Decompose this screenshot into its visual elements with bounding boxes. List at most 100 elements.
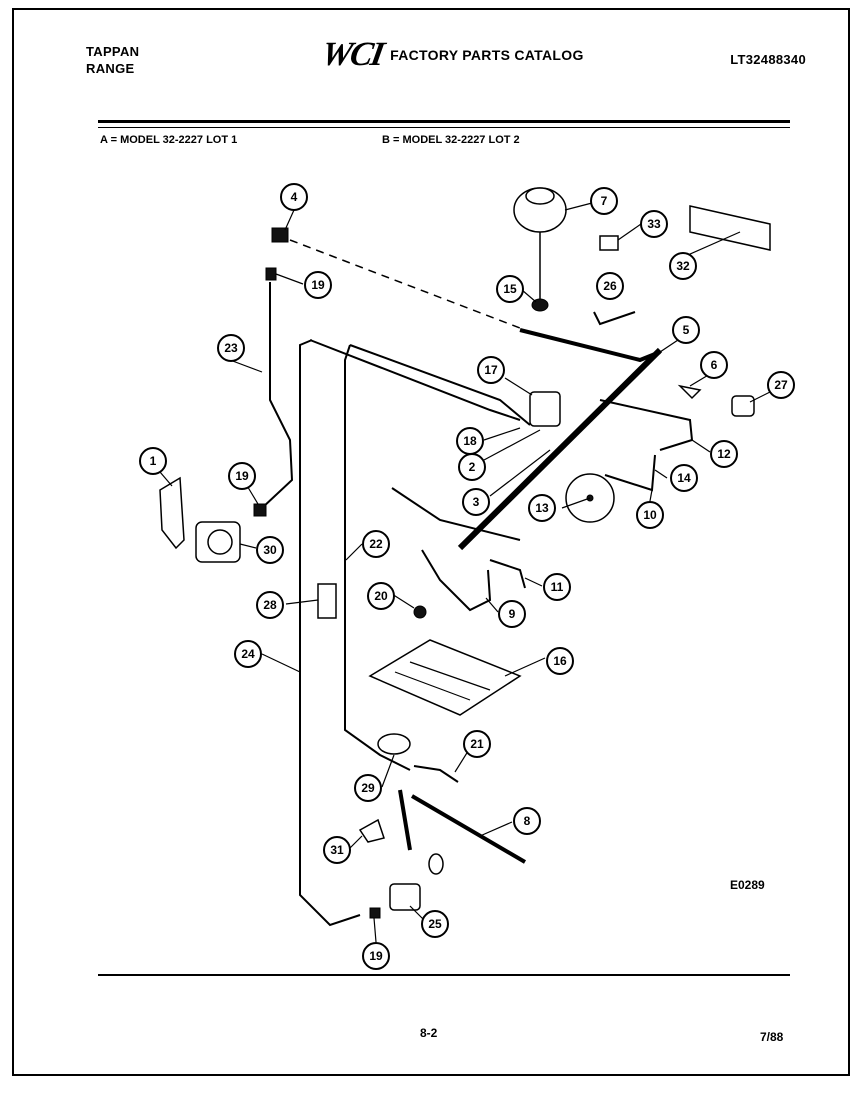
- callout-9: 9: [498, 600, 526, 628]
- part-manifold-3: [457, 347, 663, 551]
- callout-8: 8: [513, 807, 541, 835]
- callout-11: 11: [543, 573, 571, 601]
- svg-text:16: 16: [553, 654, 567, 668]
- part-bracket-32: [689, 205, 771, 251]
- callout-25: 25: [421, 910, 449, 938]
- revision-date: 7/88: [760, 1030, 784, 1044]
- svg-text:31: 31: [330, 843, 344, 857]
- callout-28: 28: [256, 591, 284, 619]
- product-type: RANGE: [86, 61, 135, 76]
- header-rule: [98, 120, 790, 123]
- svg-text:21: 21: [470, 737, 484, 751]
- part-tube-12: [599, 399, 694, 451]
- callout-18: 18: [456, 427, 484, 455]
- part-plate-16: [368, 639, 522, 716]
- part-switch-28: [317, 583, 337, 619]
- svg-text:28: 28: [263, 598, 277, 612]
- part-tube-23: [261, 282, 294, 509]
- callout-21: 21: [463, 730, 491, 758]
- model-b-label: B = MODEL 32-2227 LOT 2: [382, 134, 520, 146]
- part-fitting-4: [271, 227, 289, 243]
- svg-text:13: 13: [535, 501, 549, 515]
- part-6: [677, 384, 702, 400]
- svg-text:25: 25: [428, 917, 442, 931]
- catalog-title-block: WCI FACTORY PARTS CATALOG: [319, 36, 584, 74]
- callout-33: 33: [640, 210, 668, 238]
- brand-name: TAPPAN: [86, 44, 140, 59]
- svg-text:24: 24: [241, 647, 255, 661]
- part-wire-26: [593, 311, 636, 326]
- svg-text:22: 22: [369, 537, 383, 551]
- part-coil-29: [377, 733, 411, 755]
- catalog-title: FACTORY PARTS CATALOG: [390, 47, 584, 63]
- svg-text:15: 15: [503, 282, 517, 296]
- svg-text:17: 17: [484, 363, 498, 377]
- svg-text:19: 19: [311, 278, 325, 292]
- parts-artwork: [159, 187, 771, 927]
- part-fitting-19-mid: [253, 503, 267, 517]
- callout-27: 27: [767, 371, 795, 399]
- svg-text:11: 11: [551, 580, 564, 594]
- diagram-code: E0289: [730, 878, 765, 892]
- callout-16: 16: [546, 647, 574, 675]
- model-a-label: A = MODEL 32-2227 LOT 1: [100, 134, 238, 146]
- part-fitting-21: [413, 765, 459, 783]
- part-burner-8: [398, 789, 527, 864]
- callout-3: 3: [462, 488, 490, 516]
- part-valve-25: [389, 883, 421, 911]
- svg-text:20: 20: [374, 589, 388, 603]
- part-fitting-19-top: [265, 267, 277, 281]
- svg-text:33: 33: [647, 217, 661, 231]
- part-tube-14: [604, 454, 656, 492]
- svg-text:19: 19: [235, 469, 249, 483]
- footer-rule: [98, 974, 790, 976]
- callout-6: 6: [700, 351, 728, 379]
- svg-text:7: 7: [601, 194, 608, 208]
- callout-26: 26: [596, 272, 624, 300]
- callout-19-mid: 19: [228, 462, 256, 490]
- svg-text:32: 32: [676, 259, 690, 273]
- page-number: 8-2: [420, 1026, 438, 1040]
- svg-text:2: 2: [469, 460, 476, 474]
- svg-text:3: 3: [473, 495, 480, 509]
- part-valve-17: [529, 391, 561, 427]
- document-number: LT32488340: [730, 52, 806, 67]
- callout-22: 22: [362, 530, 390, 558]
- part-31: [358, 818, 385, 843]
- callout-23: 23: [217, 334, 245, 362]
- callout-12: 12: [710, 440, 738, 468]
- callout-13: 13: [528, 494, 556, 522]
- header-rule-thin: [98, 127, 790, 128]
- catalog-page-frame: [12, 8, 850, 1076]
- part-pipe-5: [519, 328, 661, 363]
- callout-20: 20: [367, 582, 395, 610]
- part-nut-20: [413, 605, 427, 619]
- svg-text:29: 29: [361, 781, 375, 795]
- callout-15: 15: [496, 275, 524, 303]
- callout-24: 24: [234, 640, 262, 668]
- part-fitting-19-bottom: [369, 907, 381, 919]
- svg-text:26: 26: [603, 279, 617, 293]
- svg-text:19: 19: [369, 949, 383, 963]
- part-clip-33: [599, 235, 619, 251]
- part-tube-11: [489, 559, 526, 589]
- svg-text:10: 10: [643, 508, 657, 522]
- callout-17: 17: [477, 356, 505, 384]
- part-tube-9: [421, 549, 492, 612]
- svg-text:6: 6: [711, 358, 718, 372]
- part-27: [731, 395, 755, 417]
- callout-2: 2: [458, 453, 486, 481]
- svg-text:14: 14: [677, 471, 691, 485]
- callout-badges: 4 7 33 32 19 15 26 23 5 17 6 27 18 12 2 …: [139, 183, 795, 970]
- svg-text:27: 27: [774, 378, 788, 392]
- part-tube-24: [299, 339, 361, 927]
- callout-14: 14: [670, 464, 698, 492]
- callout-32: 32: [669, 252, 697, 280]
- svg-text:30: 30: [263, 543, 277, 557]
- leader-lines: [159, 202, 771, 943]
- callout-30: 30: [256, 536, 284, 564]
- callout-10: 10: [636, 501, 664, 529]
- part-bracket-1: [159, 476, 185, 550]
- svg-text:8: 8: [524, 814, 531, 828]
